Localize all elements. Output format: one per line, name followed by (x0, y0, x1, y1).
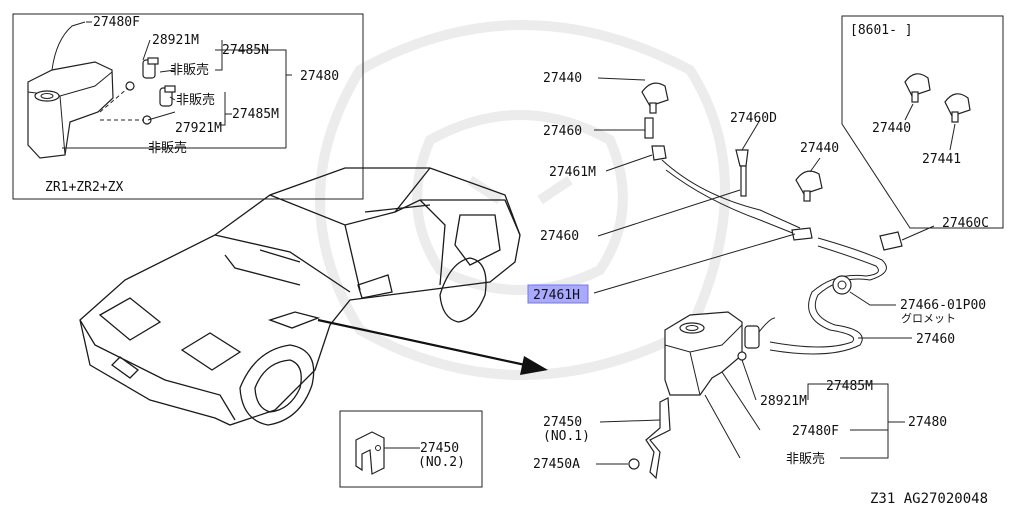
inset-frame-tr (841, 15, 1004, 229)
bracket-27450-no2 (355, 431, 385, 475)
label-27450: 27450 (543, 415, 582, 430)
main-labels: 27440 27460 27461M 27460D 27440 27460 27… (527, 71, 989, 472)
connector-27461M (651, 145, 667, 161)
label-27921M: 27921M (175, 121, 222, 136)
washer-pump-main (737, 317, 776, 361)
label-27485N: 27485N (222, 43, 269, 58)
bracket-label: [8601- ] (850, 23, 913, 38)
hose-main (661, 159, 801, 237)
grommet-27466 (832, 275, 852, 295)
side-mirror (357, 274, 393, 299)
label-27460D: 27460D (730, 111, 777, 126)
label-not-for-sale-main: 非販売 (786, 451, 825, 467)
reservoir-in-car (267, 311, 321, 329)
nozzle-27440-mid (795, 170, 823, 202)
nozzle-27441-inset (944, 93, 971, 123)
car-body-illustration (79, 167, 521, 426)
inset-bracket-no2: 27450 (NO.2) (339, 410, 483, 488)
label-grommet: グロメット (901, 311, 956, 325)
label-not-for-sale-1: 非販売 (170, 62, 209, 78)
headlight-right (180, 332, 242, 371)
label-27480-main: 27480 (908, 415, 947, 430)
label-no2: (NO.2) (418, 455, 465, 470)
label-27441: 27441 (922, 152, 961, 167)
location-arrow (317, 318, 548, 375)
washer-pump-upper (125, 57, 159, 91)
tank-cap (34, 90, 60, 102)
label-27440-inset: 27440 (872, 121, 911, 136)
label-not-for-sale-3: 非販売 (148, 140, 187, 156)
label-27440-top: 27440 (543, 71, 582, 86)
label-27480F: 27480F (93, 15, 140, 30)
inset-frame (12, 13, 364, 200)
label-not-for-sale-2: 非販売 (176, 92, 215, 108)
main-tank-cap (679, 322, 705, 334)
headlight-left (98, 297, 162, 341)
label-27460-hose: 27460 (540, 229, 579, 244)
diagram-code: Z31 AG27020048 (870, 491, 988, 507)
hose-clip-27460D (735, 149, 749, 197)
label-27480F-main: 27480F (792, 424, 839, 439)
label-27460C: 27460C (942, 216, 989, 231)
inset-nozzle-variants: [8601- ] 27440 27441 (841, 15, 1004, 229)
bracket-27450-no1 (645, 397, 671, 480)
watermark-emblem (315, 20, 730, 380)
leader-lines-main (593, 77, 935, 465)
label-no1: (NO.1) (543, 429, 590, 444)
label-28921M: 28921M (152, 33, 199, 48)
label-27460-loop: 27460 (916, 332, 955, 347)
bolt-27450A (628, 458, 640, 470)
hose-loop (769, 237, 887, 355)
label-27461H[interactable]: 27461H (533, 288, 580, 303)
check-valve-27460C (879, 231, 903, 251)
t-connector-27461H (791, 227, 813, 241)
washer-tank (27, 61, 114, 159)
label-27485M: 27485M (232, 107, 279, 122)
label-27485M-main: 27485M (826, 379, 873, 394)
label-27450-inset: 27450 (420, 441, 459, 456)
main-washer-assembly (628, 82, 903, 480)
label-27460-short: 27460 (543, 124, 582, 139)
label-27466: 27466-01P00 (900, 298, 986, 313)
hose-27460-short (644, 117, 654, 139)
label-27440-mid: 27440 (800, 141, 839, 156)
highlight-box-27461H[interactable] (527, 284, 589, 304)
washer-tank-main (664, 311, 743, 396)
model-label: ZR1+ZR2+ZX (45, 180, 123, 195)
label-27461M: 27461M (549, 165, 596, 180)
front-wheel (239, 344, 315, 426)
nozzle-27440-top (641, 82, 669, 114)
washer-pump-lower (142, 85, 176, 125)
inset-frame-bl (339, 410, 483, 488)
nozzle-27440-inset (904, 73, 931, 103)
label-28921M-main: 28921M (760, 394, 807, 409)
rear-wheel (439, 257, 487, 323)
inset-washer-tank-variants: 27480F 28921M 27485N 27480 非販売 非販売 27921… (12, 13, 364, 200)
label-27450A: 27450A (533, 457, 580, 472)
label-27480: 27480 (300, 69, 339, 84)
